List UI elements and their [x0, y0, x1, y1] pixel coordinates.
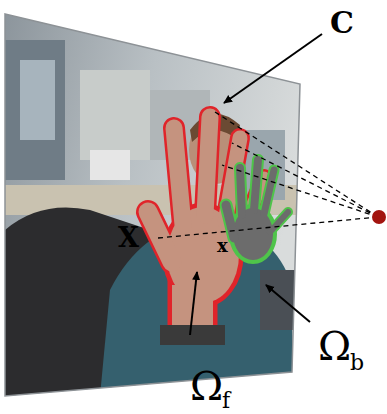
region-subscript: f: [222, 390, 230, 412]
point-label: C: [330, 8, 354, 38]
region-subscript: b: [350, 352, 364, 374]
point-label: x: [217, 237, 228, 255]
region-label: Ω: [318, 326, 351, 366]
region-label: Ω: [190, 366, 223, 406]
point-label: X: [118, 224, 139, 251]
